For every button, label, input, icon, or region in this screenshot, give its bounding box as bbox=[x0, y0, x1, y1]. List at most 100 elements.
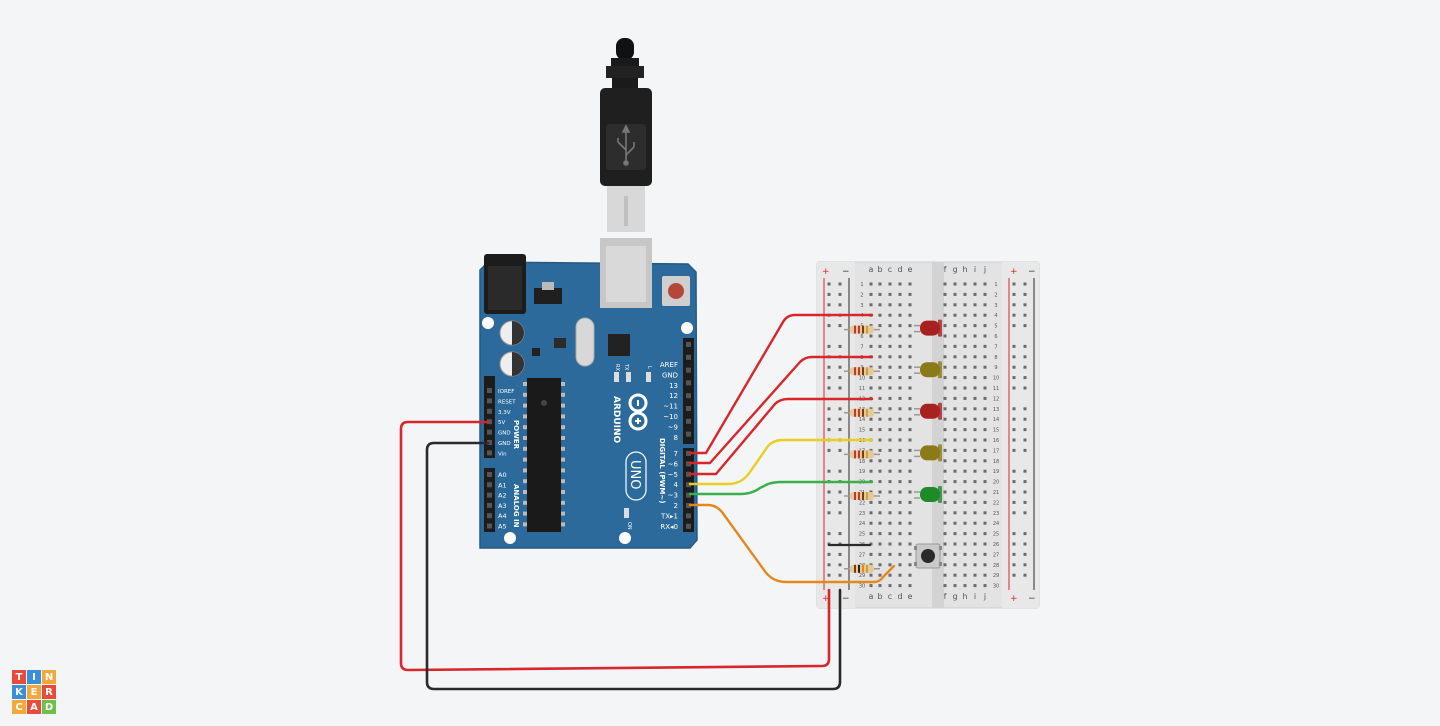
logo-letter: R bbox=[42, 685, 56, 699]
rx-led-label: RX bbox=[614, 364, 620, 371]
digital-header-title: DIGITAL (PWM~) bbox=[658, 438, 666, 503]
wire-pin2-orange[interactable] bbox=[688, 503, 896, 584]
logo-letter: D bbox=[42, 700, 56, 714]
power-pin-label: GND bbox=[498, 441, 511, 447]
row-label: 23 bbox=[859, 511, 865, 517]
row-label: 21 bbox=[993, 490, 999, 496]
digital-pin-label: ~6 bbox=[668, 460, 679, 468]
rail-minus-top-left: − bbox=[842, 267, 850, 277]
digital-pin-label: ~11 bbox=[663, 403, 678, 411]
power-pin-label: Vin bbox=[498, 451, 507, 457]
rail-minus-bottom-right: − bbox=[1028, 594, 1036, 604]
row-label: 14 bbox=[859, 417, 865, 423]
breadboard-holes bbox=[827, 282, 1027, 588]
power-pin-label: 3.3V bbox=[498, 410, 511, 416]
digital-pin-label: RX◂0 bbox=[660, 523, 678, 531]
reset-button[interactable] bbox=[662, 276, 690, 306]
analog-pin-label: A5 bbox=[498, 523, 507, 531]
row-label: 10 bbox=[859, 376, 865, 382]
rail-minus-bottom-left: − bbox=[842, 594, 850, 604]
resistor-220[interactable] bbox=[844, 450, 880, 459]
row-label: 25 bbox=[859, 532, 865, 538]
resistor-220[interactable] bbox=[844, 367, 880, 376]
wire-pin7-red[interactable] bbox=[688, 313, 874, 455]
wires[interactable] bbox=[399, 313, 896, 691]
row-label: 19 bbox=[859, 469, 865, 475]
digital-pin-label: 13 bbox=[669, 382, 678, 390]
column-label: f bbox=[944, 265, 947, 274]
leds[interactable] bbox=[914, 319, 942, 503]
row-label: 11 bbox=[993, 386, 999, 392]
power-pin-label: IOREF bbox=[498, 389, 514, 395]
analog-header-title: ANALOG IN bbox=[512, 484, 520, 528]
logo-letter: C bbox=[12, 700, 26, 714]
rail-plus-top-left: + bbox=[822, 267, 830, 277]
row-label: 30 bbox=[859, 584, 865, 590]
digital-pin-label: 7 bbox=[674, 450, 678, 458]
row-label: 20 bbox=[993, 480, 999, 486]
resistor-220[interactable] bbox=[844, 325, 880, 334]
row-label: 5 bbox=[994, 324, 997, 330]
rail-plus-bottom-right: + bbox=[1010, 594, 1018, 604]
digital-pin-label: 8 bbox=[674, 434, 678, 442]
resistors[interactable] bbox=[844, 325, 880, 573]
resistor-10k[interactable] bbox=[844, 564, 880, 573]
digital-pin-label: 2 bbox=[674, 502, 678, 510]
analog-pin-label: A1 bbox=[498, 481, 507, 489]
row-label: 18 bbox=[859, 459, 865, 465]
usb-cable[interactable] bbox=[600, 38, 652, 232]
digital-pin-label: AREF bbox=[660, 361, 678, 369]
wire-pin3-green[interactable] bbox=[688, 480, 874, 496]
row-label: 1 bbox=[994, 282, 997, 288]
row-label: 6 bbox=[994, 334, 997, 340]
analog-pin-label: A2 bbox=[498, 492, 507, 500]
digital-pin-label: ~5 bbox=[668, 471, 678, 479]
row-label: 8 bbox=[994, 355, 997, 361]
row-label: 18 bbox=[993, 459, 999, 465]
logo-letter: E bbox=[27, 685, 41, 699]
resistor-220[interactable] bbox=[844, 408, 880, 417]
row-label: 25 bbox=[993, 532, 999, 538]
column-label: e bbox=[908, 265, 913, 274]
arduino-brand: ARDUINO bbox=[611, 396, 621, 444]
row-label: 24 bbox=[859, 521, 865, 527]
row-label: 12 bbox=[993, 396, 999, 402]
column-label: a bbox=[869, 265, 874, 274]
row-label: 7 bbox=[994, 344, 997, 350]
row-label: 10 bbox=[993, 376, 999, 382]
column-label: i bbox=[974, 592, 976, 601]
row-label: 26 bbox=[993, 542, 999, 548]
row-label: 15 bbox=[993, 428, 999, 434]
wire-pin4-yellow[interactable] bbox=[688, 438, 874, 486]
pushbutton[interactable] bbox=[914, 543, 942, 569]
column-label: c bbox=[888, 265, 892, 274]
column-label: e bbox=[908, 592, 913, 601]
wire-gnd-black[interactable] bbox=[425, 441, 842, 691]
arduino-logo-icon bbox=[628, 393, 648, 431]
led[interactable] bbox=[914, 486, 942, 503]
led[interactable] bbox=[914, 319, 942, 337]
column-label: c bbox=[888, 592, 892, 601]
row-label: 3 bbox=[994, 303, 997, 309]
wire-pin5-red[interactable] bbox=[688, 397, 874, 476]
wire-pin6-red[interactable] bbox=[688, 355, 874, 465]
power-header bbox=[484, 376, 495, 458]
resistor-220[interactable] bbox=[844, 492, 880, 500]
analog-pin-label: A0 bbox=[498, 471, 507, 479]
row-label: 3 bbox=[860, 303, 863, 309]
rail-plus-top-right: + bbox=[1010, 267, 1018, 277]
row-label: 28 bbox=[993, 563, 999, 569]
led[interactable] bbox=[914, 361, 942, 379]
power-header-title: POWER bbox=[512, 420, 520, 450]
logo-letter: A bbox=[27, 700, 41, 714]
row-label: 6 bbox=[860, 334, 863, 340]
column-label: g bbox=[952, 265, 957, 274]
digital-pin-label: 12 bbox=[669, 392, 678, 400]
led[interactable] bbox=[914, 444, 942, 462]
wire-5v-red[interactable] bbox=[399, 420, 831, 672]
row-label: 2 bbox=[860, 292, 863, 298]
led[interactable] bbox=[914, 402, 942, 420]
